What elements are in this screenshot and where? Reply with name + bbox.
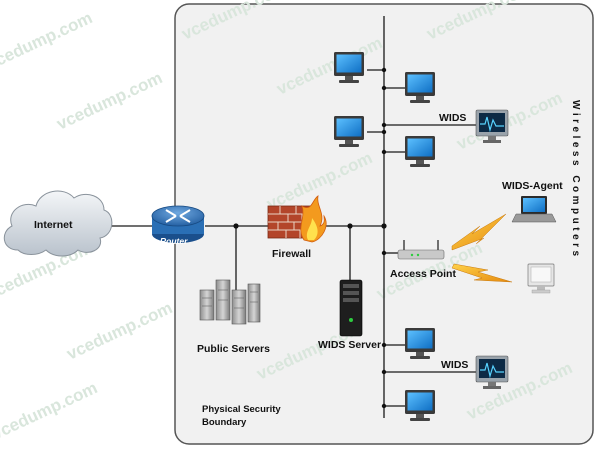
junction-dots <box>233 67 387 409</box>
wids-agent-label: WIDS-Agent <box>502 180 563 192</box>
wireless-signal-icon <box>451 213 507 251</box>
wids-agent-laptop-icon <box>511 196 557 223</box>
watermark-text: vcedump.com <box>64 298 176 364</box>
wids-sensor-top-icon <box>475 109 509 143</box>
watermark-text: vcedump.com <box>0 8 95 74</box>
public-servers-label: Public Servers <box>197 343 270 355</box>
internet-cloud-icon <box>3 190 113 257</box>
watermark-text: vcedump.com <box>54 68 166 134</box>
wids-server-icon <box>339 279 363 337</box>
access-point-icon <box>397 240 445 260</box>
wids-sensor-bottom-icon <box>475 355 509 389</box>
public-servers-icon <box>199 279 261 325</box>
watermark-text: vcedump.com <box>0 378 100 444</box>
router-icon <box>151 205 205 243</box>
wireless-signal-icon <box>451 263 513 283</box>
wids-bottom-label: WIDS <box>441 359 468 371</box>
firewall-label: Firewall <box>272 248 311 260</box>
wids-top-label: WIDS <box>439 112 466 124</box>
router-label: Router <box>160 236 188 246</box>
physical-security-label-line1: Physical Security <box>202 404 281 415</box>
wireless-computers-label: Wireless Computers <box>570 100 581 260</box>
physical-security-label-line2: Boundary <box>202 417 247 428</box>
network-links <box>108 16 476 418</box>
firewall-icon <box>267 195 327 243</box>
access-point-label: Access Point <box>390 268 456 280</box>
internet-label: Internet <box>34 219 73 231</box>
wids-server-label: WIDS Server <box>318 339 381 351</box>
wireless-desktop-icon <box>527 263 555 294</box>
